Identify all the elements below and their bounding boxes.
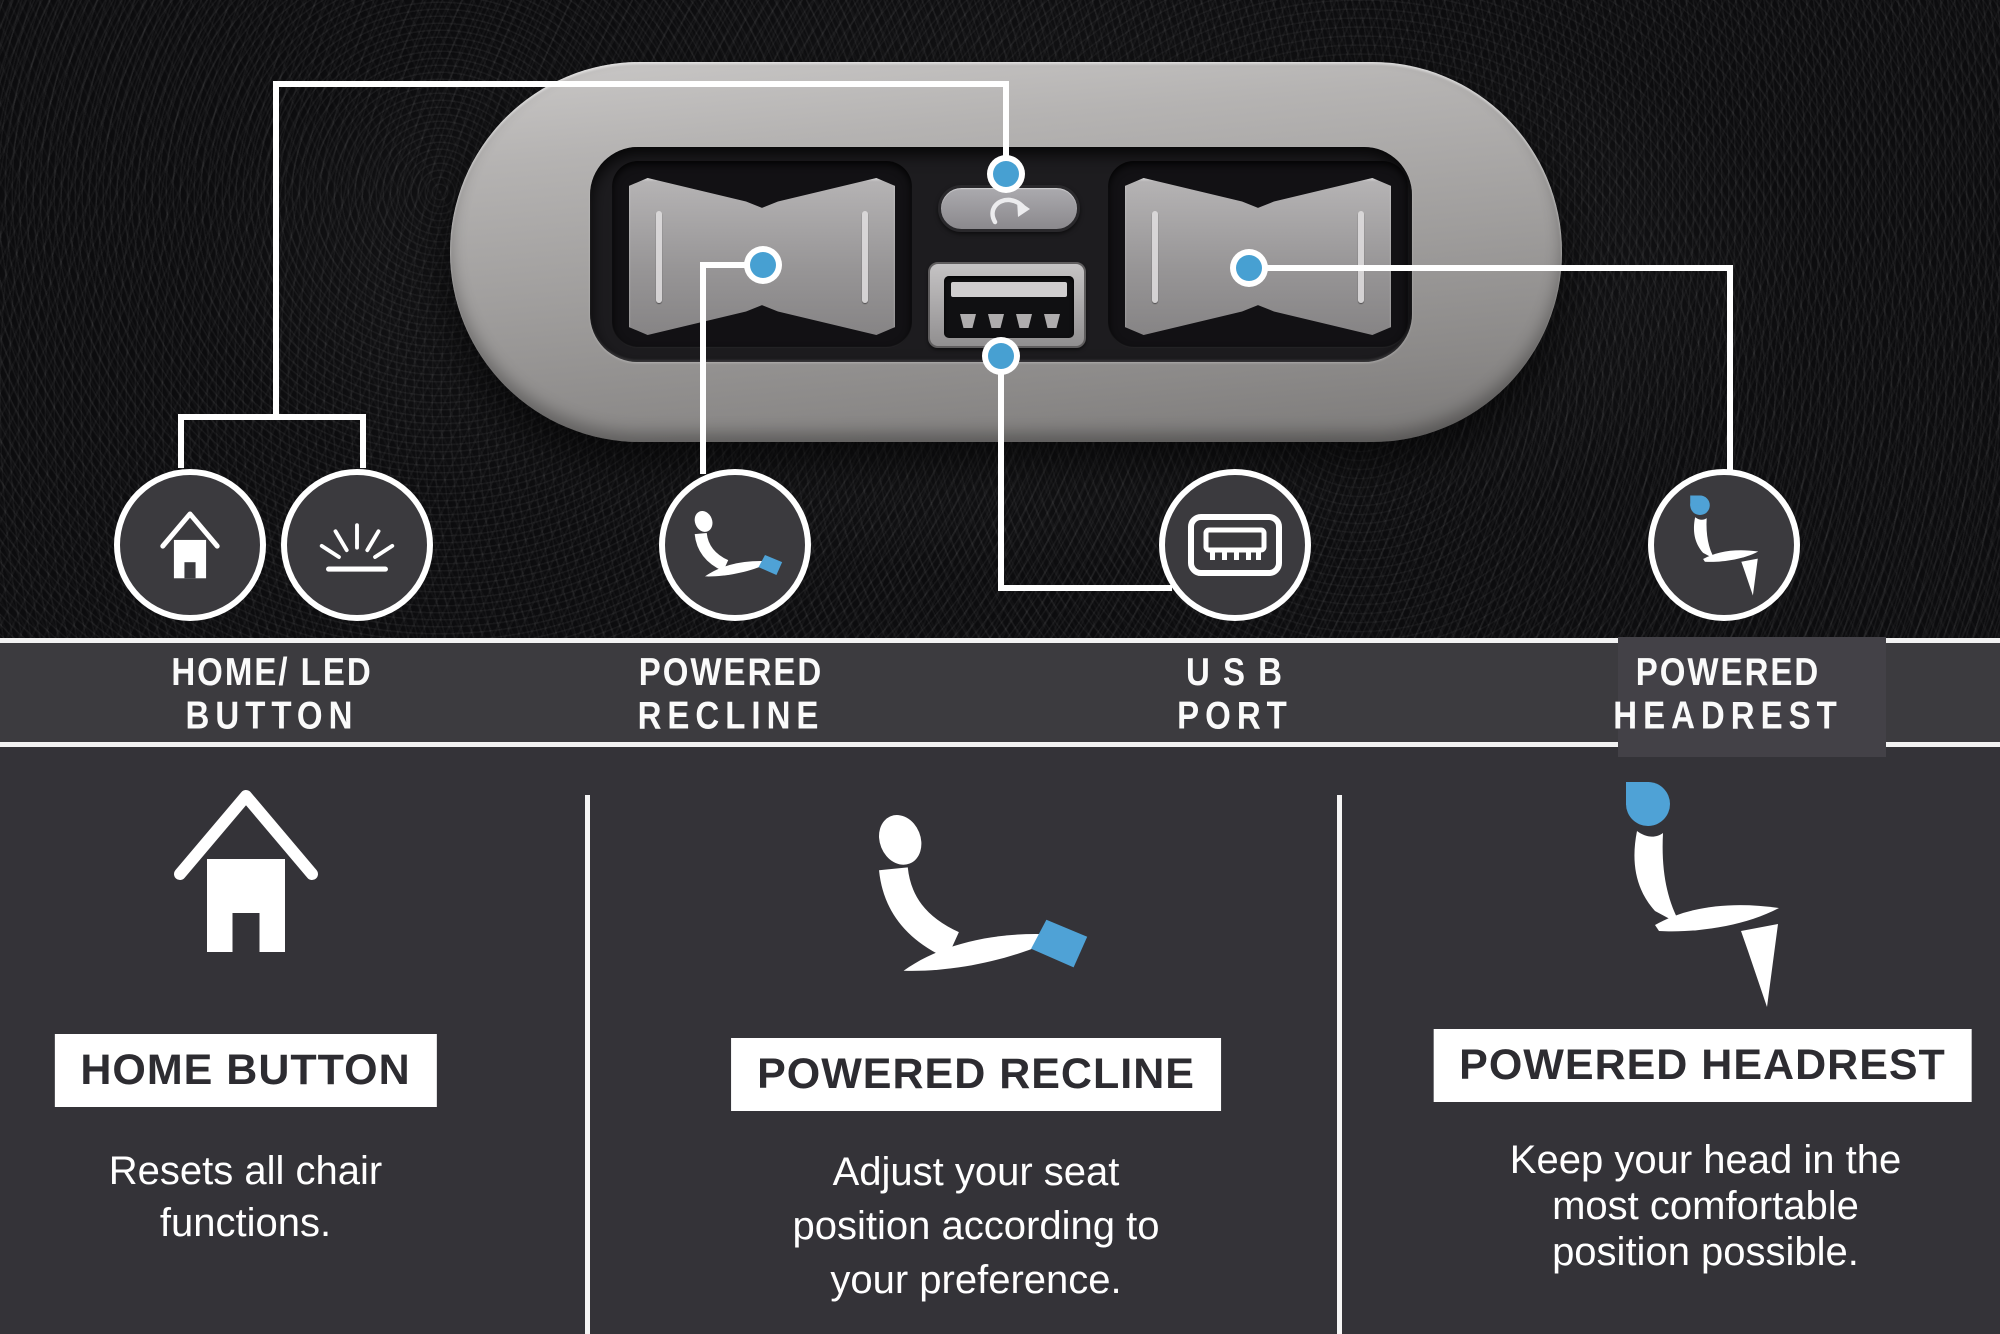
desc-line: position according to — [792, 1204, 1160, 1248]
desc-line: position possible. — [1552, 1230, 1859, 1274]
band-label-line: RECLINE — [637, 692, 825, 737]
rocker-ridge — [656, 211, 662, 303]
home-button-badge — [114, 469, 266, 621]
callout-lines — [178, 81, 1733, 591]
feature-title-chip: POWERED RECLINE — [731, 1038, 1221, 1111]
feature-details-section: HOME BUTTON Resets all chair functions. … — [0, 747, 2000, 1334]
headrest-callout-line — [1249, 265, 1733, 474]
headrest-anchor-dot — [1236, 255, 1262, 281]
feature-description: Adjust your seat position according to y… — [793, 1145, 1160, 1307]
desc-line: Adjust your seat — [832, 1150, 1120, 1194]
band-label-line: PORT — [1177, 692, 1293, 737]
band-label-powered-recline: POWERED RECLINE — [638, 634, 825, 751]
recline-anchor-dot — [750, 252, 776, 278]
rocker-ridge — [1152, 211, 1158, 303]
desc-line: Keep your head in the — [1509, 1138, 1902, 1182]
usb-icon — [1188, 514, 1282, 576]
usb-tongue — [951, 282, 1067, 297]
feature-title-chip: HOME BUTTON — [54, 1034, 437, 1107]
feature-description: Keep your head in the most comfortable p… — [1510, 1137, 1901, 1275]
rocker-ridge — [862, 211, 868, 303]
feature-home-button: HOME BUTTON Resets all chair functions. — [0, 747, 587, 1334]
recline-seat-icon-large — [879, 815, 1088, 971]
band-label-powered-headrest: POWERED HEADREST — [1613, 634, 1843, 751]
desc-line: your preference. — [830, 1258, 1122, 1302]
band-label-usb-port: U S B PORT — [1177, 634, 1293, 751]
usb-contact — [988, 314, 1004, 328]
label-band: HOME/ LED BUTTON POWERED RECLINE U S B P… — [0, 637, 2000, 757]
usb-callout-line — [998, 356, 1172, 591]
powered-recline-badge — [659, 469, 811, 621]
headrest-seat-icon-large — [1625, 782, 1779, 1007]
recline-callout-line — [700, 262, 763, 474]
band-label-line: HOME/ LED — [171, 648, 373, 693]
feature-powered-recline: POWERED RECLINE Adjust your seat positio… — [587, 747, 1339, 1334]
usb-contact — [960, 314, 976, 328]
usb-anchor-dot — [988, 343, 1014, 369]
leather-photo-background — [0, 0, 2000, 640]
rocker-ridge — [1358, 211, 1364, 303]
column-divider — [1337, 795, 1342, 1334]
desc-line: functions. — [159, 1201, 332, 1245]
usb-contact — [1016, 314, 1032, 328]
feature-title-chip: POWERED HEADREST — [1433, 1029, 1972, 1102]
led-button-badge — [281, 469, 433, 621]
recline-seat-icon — [694, 510, 783, 577]
desc-line: Resets all chair — [108, 1149, 383, 1193]
band-label-line: POWERED — [638, 648, 824, 693]
home-anchor-dot — [993, 161, 1019, 187]
reset-arrow-icon — [990, 197, 1030, 224]
usb-slot — [944, 276, 1074, 338]
band-label-line: HEADREST — [1613, 692, 1843, 737]
column-divider — [585, 795, 590, 1334]
feature-description: Resets all chair functions. — [109, 1145, 382, 1249]
feature-powered-headrest: POWERED HEADREST Keep your head in the m… — [1339, 747, 2000, 1334]
headrest-label-backplate — [1618, 637, 1886, 757]
band-label-line: POWERED — [1635, 648, 1821, 693]
powered-headrest-badge — [1648, 469, 1800, 621]
home-led-callout-line — [178, 81, 1009, 468]
home-icon-large — [173, 790, 318, 952]
band-label-line: BUTTON — [185, 692, 359, 737]
usb-port-badge — [1159, 469, 1311, 621]
home-reset-button — [938, 185, 1080, 232]
led-light-icon — [319, 523, 395, 572]
band-label-line: U S B — [1185, 648, 1285, 693]
desc-line: most comfortable — [1552, 1184, 1859, 1228]
band-label-home-led: HOME/ LED BUTTON — [171, 634, 372, 751]
left-rocker-recess — [612, 161, 912, 348]
callout-anchor-dots — [744, 155, 1268, 375]
usb-contact — [1044, 314, 1060, 328]
home-icon — [160, 510, 220, 578]
headrest-seat-icon — [1690, 495, 1759, 595]
